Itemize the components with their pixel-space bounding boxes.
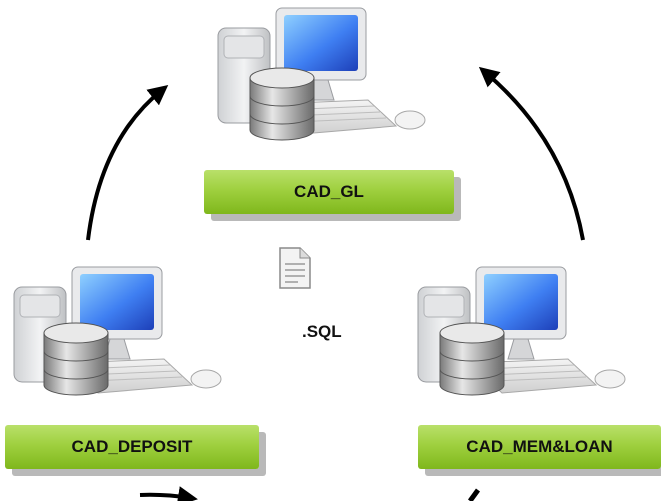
database-icon-gl [249, 67, 315, 141]
arrow-bottom-right [467, 488, 481, 501]
node-label-memloan: CAD_MEM&LOAN [418, 425, 661, 469]
arrow-bottom-left [139, 486, 198, 501]
database-icon-deposit [43, 322, 109, 396]
document-icon [279, 247, 311, 289]
database-icon-memloan [439, 322, 505, 396]
arrow-deposit-to-gl [86, 84, 169, 241]
computer-icon-gl [217, 7, 426, 135]
sql-file-label: .SQL [302, 322, 342, 341]
node-label-deposit: CAD_DEPOSIT [5, 425, 259, 469]
arrow-memloan-to-gl [478, 66, 585, 241]
node-label-gl: CAD_GL [204, 170, 454, 214]
